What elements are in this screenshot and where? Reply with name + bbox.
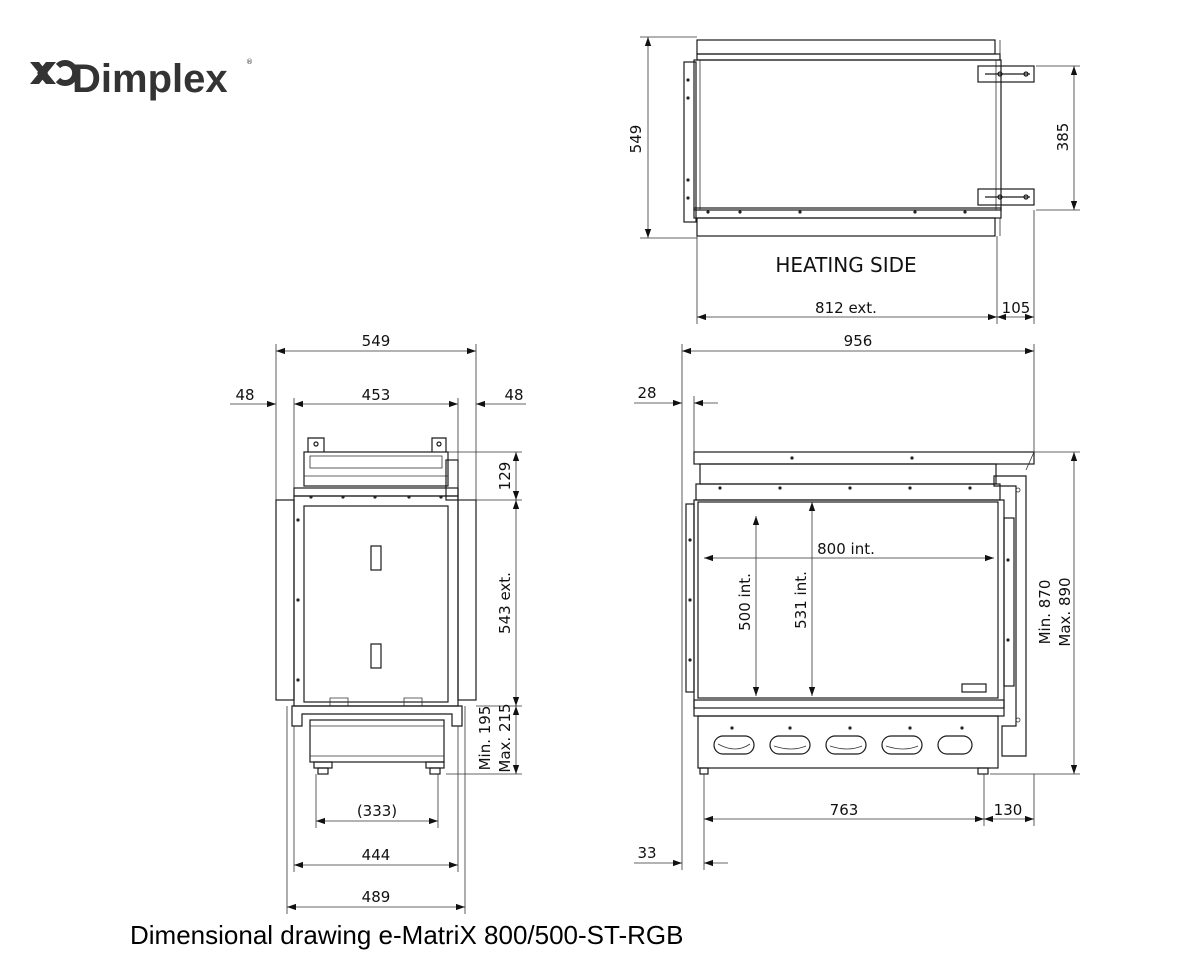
side-left-margin-label: 48 — [235, 386, 254, 404]
side-wing-left — [275, 499, 295, 701]
front-view-base — [697, 715, 999, 769]
side-overall-label: 549 — [362, 332, 391, 350]
side-top-section-label: 129 — [496, 462, 514, 491]
registered-mark: ® — [246, 58, 253, 66]
top-view-front-strip — [696, 217, 996, 237]
opening-height-label: 500 int. — [736, 573, 754, 631]
side-view-top-cap — [303, 451, 449, 487]
front-view-top-plate — [693, 451, 1035, 465]
side-feet-span-label: (333) — [357, 802, 397, 820]
firebox-opening — [697, 501, 999, 699]
side-inner-label: 453 — [362, 386, 391, 404]
side-body-height-label: 543 ext. — [496, 572, 514, 634]
inner-height-label: 531 int. — [792, 571, 810, 629]
base-span-label: 763 — [830, 801, 859, 819]
front-vents — [713, 735, 973, 755]
total-height-min-label: Min. 870 — [1036, 580, 1054, 645]
top-depth-label: 549 — [627, 125, 645, 154]
top-view-bracket-lower — [977, 188, 1035, 206]
side-base-max-label: Max. 215 — [496, 703, 514, 772]
dimplex-logo: Dimplex ® — [30, 57, 253, 101]
width-ext-label: 812 ext. — [815, 299, 877, 317]
brand-name: Dimplex — [72, 57, 228, 101]
opening-width-label: 800 int. — [817, 540, 875, 558]
side-view-body — [293, 495, 459, 707]
side-tab-left — [307, 437, 325, 452]
side-view-base — [309, 719, 445, 763]
bracket-span-label: 385 — [1054, 123, 1072, 152]
side-footprint-label: 489 — [362, 888, 391, 906]
top-view-rear-strip — [696, 39, 996, 55]
front-foot-left — [699, 767, 709, 775]
side-view: 549 48 453 48 129 543 ext. Min. 195 Max.… — [230, 332, 526, 914]
overall-width-label: 956 — [844, 332, 873, 350]
total-height-max-label: Max. 890 — [1056, 577, 1074, 646]
side-foot-right — [425, 761, 445, 775]
dimplex-logo-icon — [30, 60, 79, 86]
top-view: 549 385 HEATING SIDE 812 ext. 105 — [627, 36, 1080, 324]
side-wing-right — [457, 499, 477, 701]
right-span-label: 130 — [994, 801, 1023, 819]
front-foot-right — [977, 767, 989, 775]
side-tab-right — [431, 437, 447, 452]
side-right-margin-label: 48 — [504, 386, 523, 404]
overhang-label: 105 — [1002, 299, 1031, 317]
side-handle-upper — [370, 545, 382, 571]
side-base-min-label: Min. 195 — [476, 706, 494, 771]
side-handle-lower — [370, 643, 382, 669]
heating-side-label: HEATING SIDE — [775, 253, 916, 277]
top-offset-label: 28 — [637, 384, 656, 402]
side-base-width-label: 444 — [362, 846, 391, 864]
front-side-bracket — [993, 475, 1027, 757]
front-view: 800 int. 500 int. 531 int. Min. 870 Max.… — [634, 332, 1080, 870]
bottom-offset-label: 33 — [637, 844, 656, 862]
side-foot-left — [313, 761, 333, 775]
drawing-caption: Dimensional drawing e-MatriX 800/500-ST-… — [130, 920, 683, 950]
top-view-bracket-upper — [977, 65, 1035, 83]
top-view-body — [693, 59, 1002, 211]
